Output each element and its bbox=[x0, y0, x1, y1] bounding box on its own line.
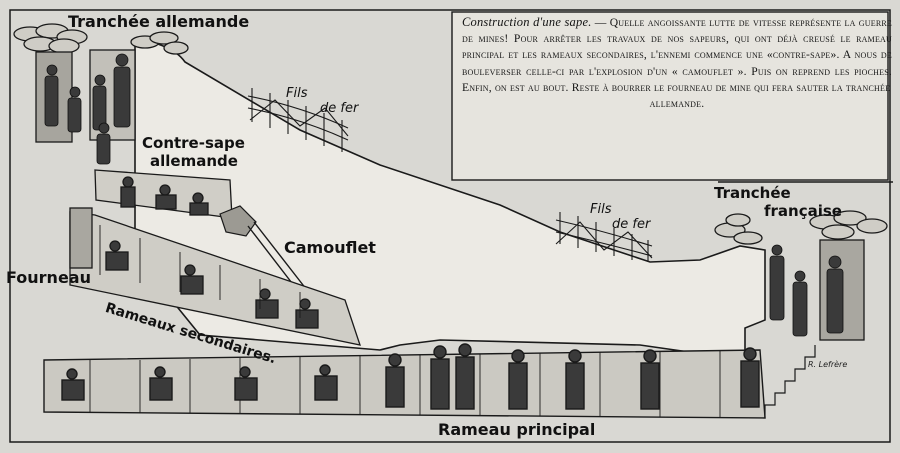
label-fourneau: Fourneau bbox=[6, 268, 91, 287]
camouflet-explosion bbox=[219, 205, 311, 301]
earth-mass bbox=[134, 41, 766, 361]
label-tranchee-francaise: Tranchée française bbox=[714, 184, 842, 220]
label-rameau-principal: Rameau principal bbox=[438, 420, 596, 439]
german-soldiers bbox=[44, 53, 131, 165]
caption-box bbox=[451, 11, 889, 181]
label-fils-de-fer-right: Fils de fer bbox=[590, 202, 650, 232]
label-camouflet: Camouflet bbox=[284, 238, 376, 257]
barbed-wire-left bbox=[247, 88, 349, 152]
rameaux-secondaires-tunnel bbox=[69, 207, 361, 346]
label-contre-sape-line2: allemande bbox=[150, 152, 238, 170]
label-tranchee-allemande: Tranchée allemande bbox=[68, 12, 250, 31]
label-fils-de-fer-left-line2: de fer bbox=[320, 101, 359, 116]
outer-frame bbox=[9, 9, 891, 443]
label-tranchee-francaise-line2: française bbox=[764, 202, 842, 220]
label-tranchee-francaise-line1: Tranchée bbox=[714, 184, 791, 202]
french-soldiers bbox=[769, 244, 844, 337]
label-fils-de-fer-left-line1: Fils bbox=[286, 86, 308, 101]
caption-last-line: allemande. bbox=[649, 97, 705, 111]
caption-text: Construction d'une sape. — Quelle angois… bbox=[462, 14, 892, 112]
contre-sape-tunnel bbox=[94, 169, 233, 219]
label-fils-de-fer-left: Fils de fer bbox=[286, 86, 358, 116]
rameau-principal-tunnel bbox=[43, 343, 766, 419]
stairs bbox=[764, 345, 816, 418]
label-fils-de-fer-right-line2: de fer bbox=[612, 217, 651, 232]
label-contre-sape-line1: Contre-sape bbox=[142, 134, 245, 152]
barbed-wire-right bbox=[555, 212, 653, 262]
label-fils-de-fer-right-line1: Fils bbox=[590, 202, 612, 217]
label-contre-sape: Contre-sape allemande bbox=[142, 134, 245, 170]
caption-title: Construction d'une sape. bbox=[462, 15, 592, 29]
caption-body: — Quelle angoissante lutte de vitesse re… bbox=[462, 16, 892, 94]
artist-signature: R. Lefrère bbox=[808, 360, 848, 369]
